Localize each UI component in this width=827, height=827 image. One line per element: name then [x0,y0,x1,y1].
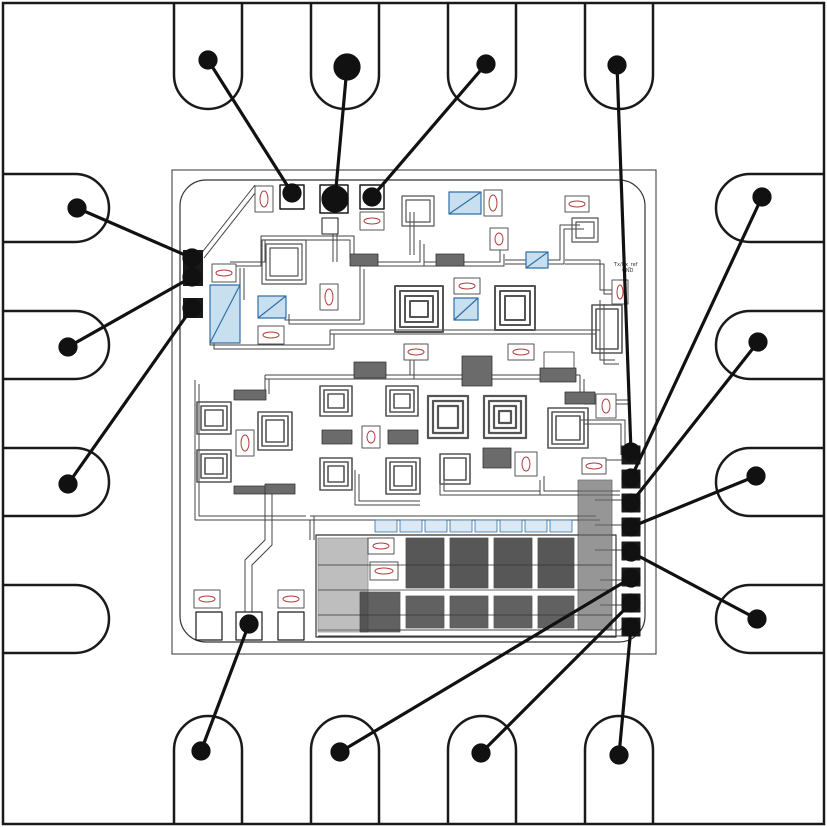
resistor-5 [489,227,509,251]
capacitor-strip [374,519,573,533]
inductor-16 [547,407,589,449]
bond-wires [58,50,772,765]
resistor-18 [367,537,395,555]
bond-wire-top-1 [198,50,302,203]
bottom-leads [172,714,655,824]
lead-top-3 [446,3,518,111]
transistor-9 [321,429,353,445]
transistors [233,253,596,495]
resistor-8 [453,277,481,295]
bond-wire-top-4 [607,55,641,462]
transistor-12 [264,483,296,495]
bond-wire-left-3 [58,298,202,494]
right-leads [714,172,824,655]
inductor-6 [196,401,232,435]
transistor-5 [539,367,577,383]
capacitors [209,191,549,344]
transistor-11 [482,447,512,469]
inductor-1 [261,239,307,285]
resistor-20 [193,589,221,609]
inductor-2 [401,195,435,227]
resistor-17 [581,457,607,475]
transistor-3 [353,361,387,379]
inductor-13 [426,394,470,440]
bond-wire-bottom-4 [609,617,641,765]
bond-wire-right-4 [621,542,767,629]
lead-bottom-3 [446,714,518,824]
bond-wire-bottom-2 [330,568,641,762]
inductor-12 [385,457,421,495]
bond-wire-left-1 [67,198,202,268]
transistor-13 [543,351,575,369]
bond-wire-top-2 [321,53,361,213]
resistor-3 [483,189,503,217]
transistor-1 [349,253,379,267]
transistor-4 [461,355,493,387]
transistor-6 [564,391,596,405]
bond-wire-left-2 [58,267,202,357]
resistor-4 [564,195,590,213]
lead-left-2 [3,309,111,381]
resistor-15 [361,425,381,449]
bond-wire-bottom-1 [191,614,259,761]
resistor-2 [359,211,385,231]
digital-block [315,479,617,638]
lead-right-3 [714,446,824,518]
resistor-14 [235,429,255,457]
inductor-14 [482,394,528,440]
left-leads [3,172,111,655]
lead-right-1 [714,172,824,244]
lead-bottom-4 [583,714,655,824]
transistor-2 [435,253,465,267]
resistor-11 [403,343,429,361]
lead-bottom-2 [309,714,381,824]
bond-wire-right-3 [621,466,766,537]
inductor-11 [319,457,353,491]
circuit-layout: Tx/Rx_ref GND [183,184,641,641]
bond-wire-right-1 [621,187,772,488]
inductor-5 [591,304,623,354]
inductor-7 [196,449,232,483]
resistor-16 [514,451,538,477]
top-leads [172,3,655,111]
inductors [196,195,623,495]
inductor-15 [439,453,471,485]
lead-right-2 [714,309,824,381]
transistor-7 [233,389,267,401]
lead-bottom-1 [172,714,244,824]
lead-left-1 [3,172,111,244]
bond-wire-bottom-3 [471,593,641,763]
resistor-7 [319,283,339,311]
transistor-10 [387,429,419,445]
lead-right-4 [714,583,824,655]
resistor-9 [257,325,285,345]
resistor-19 [369,561,399,581]
resistor-12 [507,343,535,361]
inductor-3 [394,285,444,333]
inductor-8 [257,411,293,451]
inductor-17 [571,217,599,243]
lead-left-4 [3,583,111,655]
inductor-9 [319,385,353,417]
resistor-21 [277,589,305,609]
resistor-6 [211,263,237,283]
small-label-sub: GND [622,268,634,274]
lead-top-2 [309,3,381,111]
resistor-1 [254,185,274,213]
bond-wire-right-2 [621,332,768,513]
transistor-8 [233,485,267,495]
lead-top-1 [172,3,244,111]
inductor-10 [385,385,419,417]
die-outline [179,179,646,643]
resistors [193,185,629,609]
lead-left-3 [3,446,111,518]
bond-wire-top-3 [362,54,496,207]
die-paddle [171,169,657,655]
resistor-13 [595,393,617,419]
inductor-4 [494,285,536,331]
